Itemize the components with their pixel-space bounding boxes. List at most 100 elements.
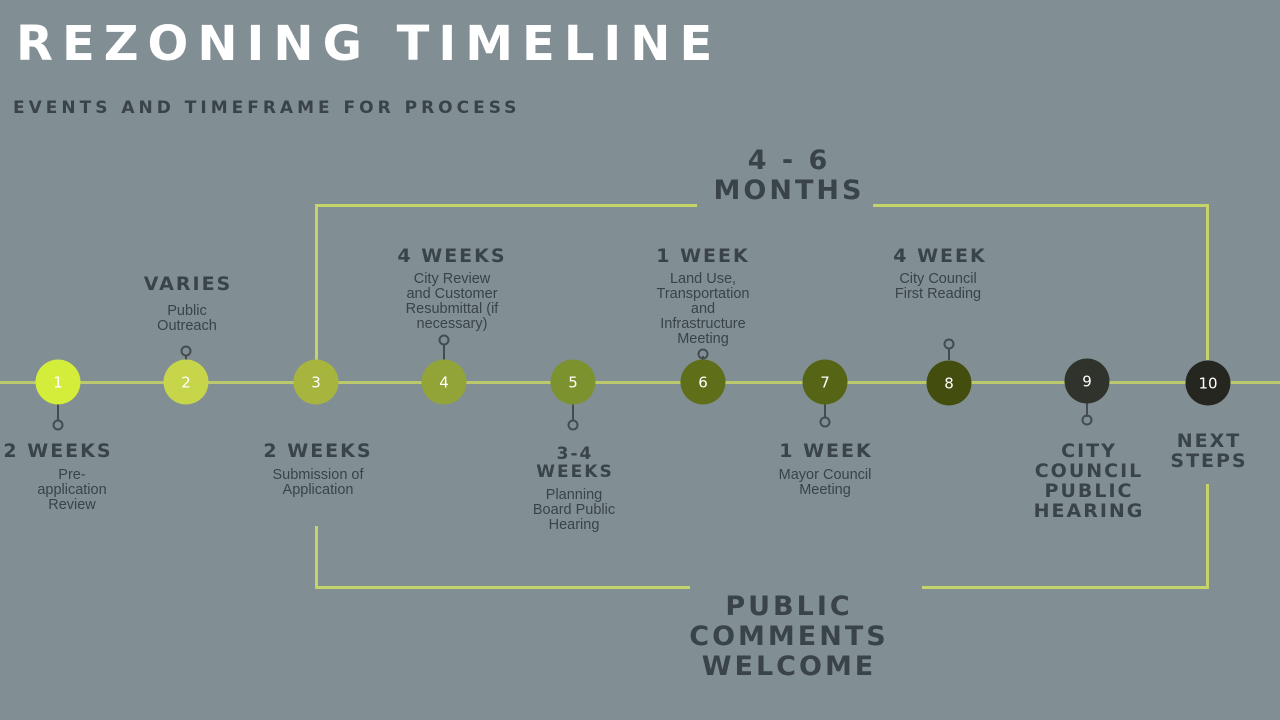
step-1-description-line: application [37, 482, 107, 498]
step-4-description-line: Resubmittal (if [405, 301, 499, 317]
step-2-pin [180, 345, 192, 357]
step-9-title-line: COUNCIL [1034, 460, 1144, 482]
top-bracket-left-horizontal [315, 204, 697, 207]
step-8-description-line: First Reading [894, 286, 982, 302]
step-9-number: 9 [1082, 372, 1092, 390]
step-10-title: NEXT STEPS [1170, 431, 1247, 471]
step-8-number: 8 [944, 374, 954, 392]
step-6-marker: 6 [680, 359, 726, 405]
step-3-duration: 2 WEEKS [263, 440, 373, 462]
step-7-duration: 1 WEEK [779, 440, 873, 462]
step-5-marker: 5 [550, 359, 596, 405]
step-2-duration: VARIES [143, 273, 233, 295]
public-comments-label: PUBLIC COMMENTS WELCOME [689, 592, 888, 682]
step-5-description-line: Hearing [548, 517, 600, 533]
step-1-duration: 2 WEEKS [3, 440, 113, 462]
step-5-description: Planning Board Public Hearing [514, 488, 634, 533]
step-1-description: Pre- application Review [12, 468, 132, 513]
step-7-description-line: Mayor Council [778, 467, 872, 483]
step-2-connector [185, 355, 187, 360]
top-bracket-right-vertical [1206, 204, 1209, 360]
duration-total-line: 4 - 6 [747, 145, 831, 176]
step-7-description: Mayor Council Meeting [755, 468, 895, 498]
step-5-description-line: Planning [545, 487, 603, 503]
step-6-description-line: and [690, 301, 716, 317]
step-2-description-line: Outreach [157, 318, 217, 334]
step-6-duration: 1 WEEK [656, 245, 750, 267]
step-9-title-line: CITY [1061, 440, 1117, 462]
step-7-description-line: Meeting [799, 482, 851, 498]
step-10-title-line: NEXT [1176, 430, 1242, 452]
public-comments-line: COMMENTS [689, 621, 889, 652]
page-title: REZONING TIMELINE [16, 16, 722, 72]
step-8-pin [943, 338, 955, 350]
step-8-marker: 8 [926, 360, 972, 406]
step-6-description-line: Infrastructure [660, 316, 746, 332]
step-6-pin [697, 348, 709, 360]
step-4-number: 4 [439, 373, 449, 391]
step-9-title: CITY COUNCIL PUBLIC HEARING [1034, 441, 1145, 521]
step-2-description: Public Outreach [127, 304, 247, 334]
public-comments-line: WELCOME [701, 651, 877, 682]
bottom-bracket-right-vertical [1206, 484, 1209, 589]
step-8-connector [948, 348, 950, 360]
step-1-description-line: Pre- [58, 467, 86, 483]
step-5-duration-line: 3-4 [556, 444, 594, 464]
step-4-marker: 4 [421, 359, 467, 405]
step-4-description: City Review and Customer Resubmittal (if… [382, 272, 522, 332]
step-8-duration: 4 WEEK [893, 245, 987, 267]
step-5-connector [572, 404, 574, 421]
bottom-bracket-left-horizontal [315, 586, 690, 589]
step-10-marker: 10 [1185, 360, 1231, 406]
top-bracket-right-horizontal [873, 204, 1209, 207]
step-8-description-line: City Council [899, 271, 977, 287]
step-1-number: 1 [53, 373, 63, 391]
step-5-duration: 3-4 WEEKS [536, 445, 613, 481]
page-subtitle: EVENTS AND TIMEFRAME FOR PROCESS [13, 98, 521, 118]
step-6-number: 6 [698, 373, 708, 391]
step-3-description-line: Application [282, 482, 354, 498]
step-1-pin [52, 419, 64, 431]
step-3-description: Submission of Application [248, 468, 388, 498]
step-5-pin [567, 419, 579, 431]
step-3-description-line: Submission of [272, 467, 364, 483]
step-9-marker: 9 [1064, 358, 1110, 404]
step-5-duration-line: WEEKS [536, 462, 614, 482]
step-4-description-line: necessary) [416, 316, 488, 332]
step-4-description-line: and Customer [406, 286, 498, 302]
duration-total-label: 4 - 6 MONTHS [714, 146, 865, 206]
step-6-description-line: Land Use, [669, 271, 737, 287]
step-7-pin [819, 416, 831, 428]
step-9-title-line: HEARING [1033, 500, 1145, 522]
step-4-connector [443, 344, 445, 360]
public-comments-line: PUBLIC [725, 591, 853, 622]
step-1-marker: 1 [35, 359, 81, 405]
step-3-marker: 3 [293, 359, 339, 405]
step-1-description-line: Review [48, 497, 96, 513]
bottom-bracket-left-vertical [315, 526, 318, 589]
duration-total-line: MONTHS [713, 175, 865, 206]
bottom-bracket-right-horizontal [922, 586, 1209, 589]
top-bracket-left-vertical [315, 204, 318, 360]
step-2-number: 2 [181, 373, 191, 391]
step-9-pin [1081, 414, 1093, 426]
step-4-duration: 4 WEEKS [397, 245, 507, 267]
step-2-marker: 2 [163, 359, 209, 405]
step-4-description-line: City Review [413, 271, 491, 287]
step-5-description-line: Board Public [532, 502, 616, 518]
step-6-description-line: Transportation [656, 286, 750, 302]
step-8-description: City Council First Reading [868, 272, 1008, 302]
step-6-description: Land Use, Transportation and Infrastruct… [628, 272, 778, 347]
step-5-number: 5 [568, 373, 578, 391]
step-9-connector [1086, 403, 1088, 417]
step-9-title-line: PUBLIC [1044, 480, 1134, 502]
step-1-connector [57, 404, 59, 421]
timeline-axis [0, 381, 1280, 384]
step-4-pin [438, 334, 450, 346]
step-7-number: 7 [820, 373, 830, 391]
step-7-connector [824, 404, 826, 418]
step-10-title-line: STEPS [1170, 450, 1248, 472]
step-6-description-line: Meeting [677, 331, 729, 347]
step-3-number: 3 [311, 373, 321, 391]
step-10-number: 10 [1198, 374, 1218, 392]
